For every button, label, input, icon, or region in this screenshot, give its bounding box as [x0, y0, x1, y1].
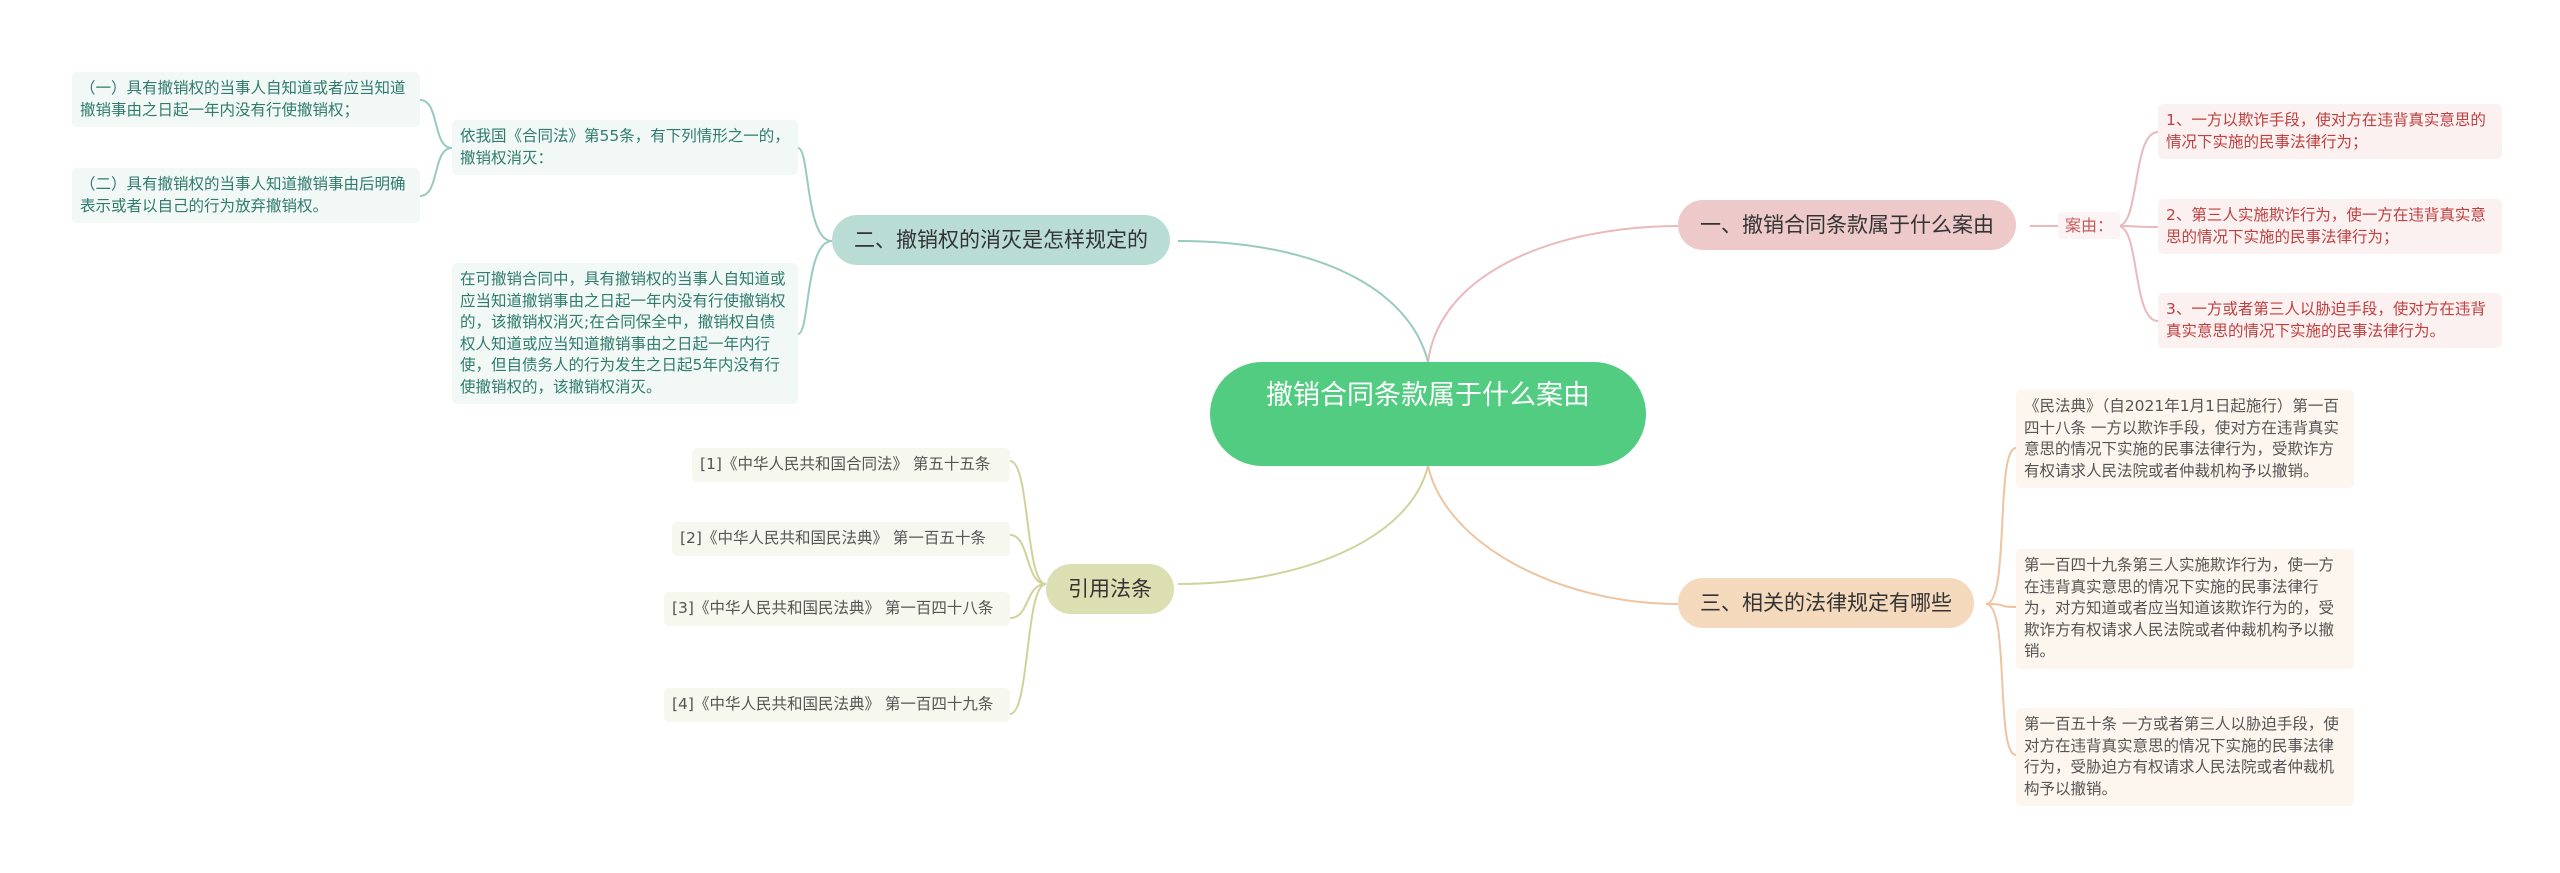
branch-cited-statutes[interactable]: 引用法条: [1046, 564, 1174, 614]
case-cause-item-3[interactable]: 3、一方或者第三人以胁迫手段，使对方在违背真实意思的情况下实施的民事法律行为。: [2158, 293, 2502, 348]
cited-statute-1[interactable]: [1]《中华人民共和国合同法》 第五十五条: [692, 448, 1010, 482]
link-b2-intro-child1: [419, 99, 453, 149]
branch-case-cause[interactable]: 一、撤销合同条款属于什么案由: [1678, 200, 2016, 250]
extinction-case-1[interactable]: （一）具有撤销权的当事人自知道或者应当知道撤销事由之日起一年内没有行使撤销权；: [72, 72, 420, 127]
link-root-b1: [1427, 225, 1679, 363]
extinction-case-2[interactable]: （二）具有撤销权的当事人知道撤销事由后明确表示或者以自己的行为放弃撤销权。: [72, 168, 420, 223]
link-root-b2: [1177, 240, 1429, 363]
link-root-b4: [1427, 465, 1679, 605]
link-b4-leaf1: [1985, 447, 2017, 605]
link-b1-leaf1: [2117, 131, 2159, 227]
link-root-b3: [1177, 465, 1429, 585]
link-b1-leaf2: [2117, 225, 2159, 228]
link-b3-leaf1: [1009, 460, 1047, 585]
case-cause-label[interactable]: 案由：: [2058, 212, 2121, 239]
cited-statute-2[interactable]: [2]《中华人民共和国民法典》 第一百五十条: [672, 522, 1010, 556]
link-b2-intro-child2: [419, 147, 453, 197]
provision-article-149[interactable]: 第一百四十九条第三人实施欺诈行为，使一方在违背真实意思的情况下实施的民事法律行为…: [2016, 549, 2354, 669]
link-b4-leaf2: [1985, 603, 2017, 608]
cited-statute-3[interactable]: [3]《中华人民共和国民法典》 第一百四十八条: [664, 592, 1010, 626]
branch-revocation-extinction[interactable]: 二、撤销权的消灭是怎样规定的: [832, 215, 1170, 265]
link-b2-intro: [797, 147, 833, 242]
link-b3-leaf2: [1009, 534, 1047, 585]
extinction-detail[interactable]: 在可撤销合同中，具有撤销权的当事人自知道或应当知道撤销事由之日起一年内没有行使撤…: [452, 263, 798, 404]
case-cause-item-2[interactable]: 2、第三人实施欺诈行为，使一方在违背真实意思的情况下实施的民事法律行为；: [2158, 199, 2502, 254]
link-b4-leaf3: [1985, 603, 2017, 756]
extinction-intro[interactable]: 依我国《合同法》第55条，有下列情形之一的，撤销权消灭：: [452, 120, 798, 175]
root-topic[interactable]: 撤销合同条款属于什么案由: [1210, 362, 1646, 466]
provision-article-150[interactable]: 第一百五十条 一方或者第三人以胁迫手段，使对方在违背真实意思的情况下实施的民事法…: [2016, 708, 2354, 806]
link-b3-leaf3: [1009, 583, 1047, 619]
link-b3-leaf4: [1009, 583, 1047, 715]
provision-article-148[interactable]: 《民法典》（自2021年1月1日起施行）第一百四十八条 一方以欺诈手段，使对方在…: [2016, 390, 2354, 488]
link-b1-leaf3: [2117, 225, 2159, 322]
link-b2-detail: [797, 240, 833, 335]
cited-statute-4[interactable]: [4]《中华人民共和国民法典》 第一百四十九条: [664, 688, 1010, 722]
case-cause-item-1[interactable]: 1、一方以欺诈手段，使对方在违背真实意思的情况下实施的民事法律行为；: [2158, 104, 2502, 159]
branch-related-provisions[interactable]: 三、相关的法律规定有哪些: [1678, 578, 1974, 628]
